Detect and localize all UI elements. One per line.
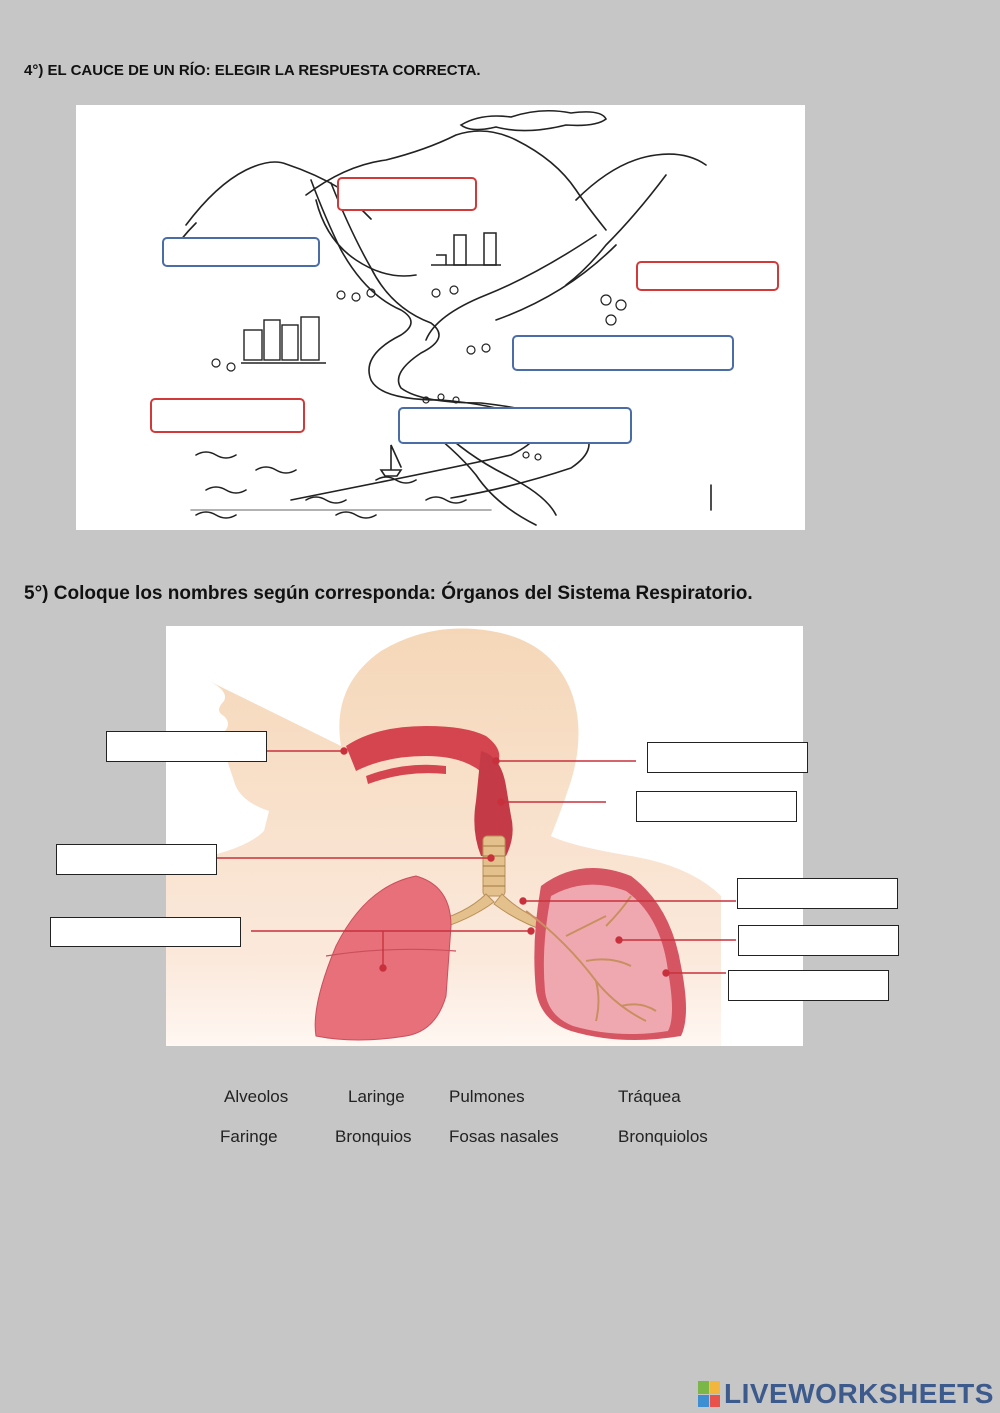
- respiratory-answer-box-2[interactable]: [647, 742, 808, 773]
- respiratory-system-illustration: [166, 626, 803, 1046]
- word-bank-item: Laringe: [348, 1087, 405, 1106]
- river-answer-box-5: [150, 398, 305, 433]
- respiratory-answer-box-8[interactable]: [728, 970, 889, 1001]
- word-bank-item: Fosas nasales: [449, 1127, 559, 1146]
- word-bank-item: Faringe: [220, 1127, 278, 1146]
- word-bank-item: Pulmones: [449, 1087, 525, 1106]
- liveworksheets-logo-icon: [698, 1381, 720, 1407]
- castle: [431, 232, 501, 266]
- word-bank-item: Tráquea: [618, 1087, 681, 1106]
- respiratory-answer-box-5[interactable]: [737, 878, 898, 909]
- pharynx: [474, 751, 513, 856]
- respiratory-answer-box-1[interactable]: [106, 731, 267, 762]
- respiratory-answer-box-7[interactable]: [738, 925, 899, 956]
- river-bank-left: [290, 179, 539, 501]
- word-bank-item: Alveolos: [224, 1087, 289, 1106]
- respiratory-answer-box-3[interactable]: [636, 791, 797, 822]
- mountain-right: [575, 153, 707, 201]
- river-drawing: [150, 109, 779, 526]
- respiratory-answer-box-6[interactable]: [50, 917, 241, 947]
- question-4-title: 4°) EL CAUCE DE UN RÍO: ELEGIR LA RESPUE…: [24, 62, 481, 79]
- river-answer-box-6: [398, 407, 632, 444]
- respiratory-drawing: [166, 628, 736, 1046]
- river-answer-box-4: [512, 335, 734, 371]
- sailboat: [379, 444, 403, 477]
- bronchial-tree: [525, 895, 657, 1022]
- word-bank-item: Bronquiolos: [618, 1127, 708, 1146]
- river-course-illustration: [76, 105, 805, 530]
- trees: [211, 285, 627, 461]
- river-bank-right: [330, 182, 590, 499]
- logo-text: LIVEWORKSHEETS: [724, 1378, 994, 1409]
- river-answer-box-3: [636, 261, 779, 291]
- respiratory-answer-box-4[interactable]: [56, 844, 217, 875]
- cloud: [459, 109, 608, 132]
- question-5-title: 5°) Coloque los nombres según correspond…: [24, 583, 753, 604]
- word-bank-item: Bronquios: [335, 1127, 412, 1146]
- nasal-cavity: [346, 726, 500, 776]
- river-answer-box-2: [162, 237, 320, 267]
- city: [241, 316, 326, 364]
- liveworksheets-logo: LIVEWORKSHEETS: [698, 1378, 994, 1410]
- river-answer-box-1: [337, 177, 477, 211]
- mountain-middle: [305, 130, 607, 231]
